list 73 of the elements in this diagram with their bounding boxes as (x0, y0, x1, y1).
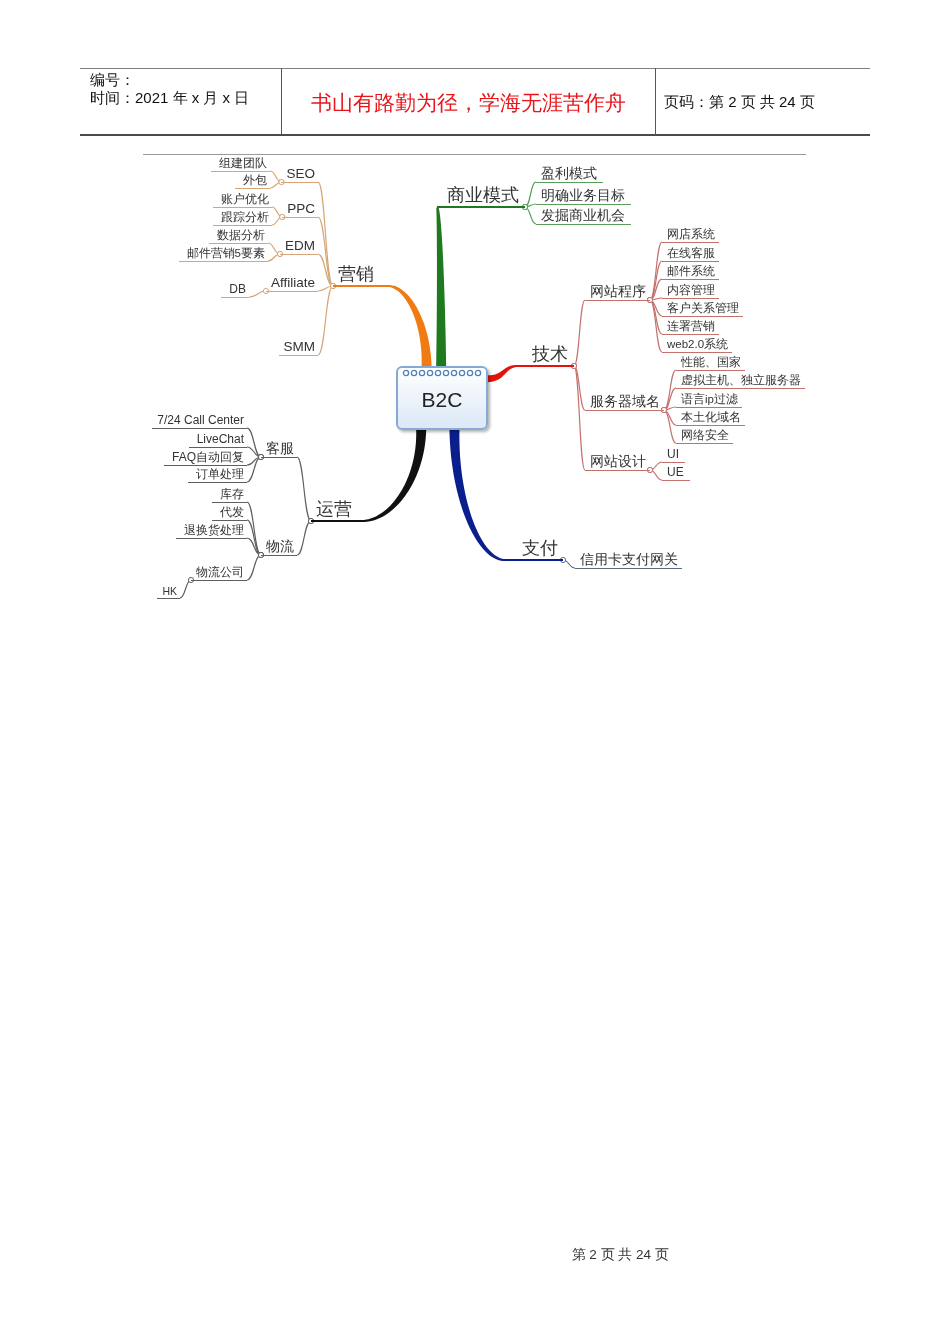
subtopic-label: 服务器域名 (585, 394, 664, 411)
branch-line (487, 365, 518, 383)
subtopic-label: 明确业务目标 (536, 188, 631, 205)
subtopic-label: 网站设计 (585, 454, 650, 471)
branch-line (362, 429, 427, 522)
connector-line (246, 551, 265, 581)
connector-line (521, 203, 537, 225)
topic-label: B2C (421, 388, 463, 412)
subtopic-label: 客户关系管理 (662, 302, 743, 317)
connector-line (646, 466, 663, 481)
subtopic-label: 连署营销 (662, 320, 719, 335)
main-topic-label: 支付 (505, 538, 563, 561)
connector-line (559, 556, 576, 569)
subtopic-label: 网络安全 (676, 429, 733, 444)
subtopic-label: 网店系统 (662, 228, 719, 243)
subtopic-label: 数据分析 (209, 229, 268, 244)
connector-line (248, 287, 270, 298)
subtopic-label: UI (662, 447, 685, 463)
subtopic-label: HK (157, 585, 180, 599)
connector-line (271, 213, 286, 226)
subtopic-label: FAQ自动回复 (164, 450, 247, 466)
connector-line (296, 517, 315, 556)
subtopic-label: 盈利模式 (536, 166, 603, 183)
subtopic-label: 组建团队 (211, 157, 270, 172)
subtopic-label: 7/24 Call Center (152, 413, 247, 429)
subtopic-label: 物流公司 (191, 565, 247, 581)
subtopic-label: 代发 (212, 506, 247, 521)
subtopic-label: 邮件营销5要素 (178, 247, 268, 262)
subtopic-label: 邮件系统 (662, 265, 719, 280)
branch-line (436, 206, 447, 366)
subtopic-label: UE (662, 465, 690, 481)
connector-line (179, 576, 195, 599)
subtopic-label: 外包 (235, 174, 270, 189)
subtopic-label: 客服 (261, 441, 297, 458)
subtopic-label: 发掘商业机会 (536, 208, 631, 225)
subtopic-label: PPC (282, 201, 318, 218)
subtopic-label: DB (221, 282, 249, 298)
connector-line (269, 178, 285, 189)
subtopic-label: 本土化域名 (676, 411, 745, 426)
connector-line (246, 453, 265, 483)
connector-line (570, 362, 586, 471)
subtopic-label: Affiliate (265, 275, 318, 292)
subtopic-label: 网站程序 (585, 284, 650, 301)
main-topic-label: 技术 (518, 344, 574, 367)
subtopic-label: SMM (278, 339, 318, 356)
subtopic-label: 虚拟主机、独立服务器 (676, 374, 805, 389)
subtopic-label: 库存 (212, 488, 247, 503)
central-topic-box (396, 366, 488, 430)
page-number-text: 页码：第 2 页 共 24 页 (664, 93, 815, 111)
motto-heading: 书山有路勤为径，学海无涯苦作舟 (310, 90, 626, 116)
subtopic-label: EDM (280, 238, 318, 255)
main-topic-label: 运营 (311, 499, 362, 522)
footer-page-number: 第 2 页 共 24 页 (571, 1247, 669, 1264)
subtopic-label: LiveChat (188, 432, 247, 448)
main-topic-label: 营销 (333, 264, 388, 287)
subtopic-label: 账户优化 (213, 193, 272, 208)
date-text: 时间：2021 年 x 月 x 日 (90, 89, 250, 107)
main-topic-label: 商业模式 (437, 185, 525, 208)
subtopic-label: 性能、国家 (676, 356, 745, 371)
branch-line (449, 430, 505, 561)
subtopic-label: 跟踪分析 (213, 211, 272, 226)
field-label: 编号： (90, 71, 135, 89)
subtopic-label: 退换货处理 (176, 524, 247, 539)
subtopic-label: 在线客服 (662, 247, 719, 262)
subtopic-label: 订单处理 (188, 467, 247, 483)
connector-line (267, 250, 284, 262)
branch-line (388, 285, 432, 366)
subtopic-label: 物流 (261, 539, 297, 556)
subtopic-label: web2.0系统 (662, 338, 733, 353)
subtopic-label: 语言ip过滤 (676, 393, 742, 408)
subtopic-label: 内容管理 (662, 284, 719, 299)
subtopic-label: SEO (281, 166, 318, 183)
subtopic-label: 信用卡支付网关 (575, 552, 682, 569)
